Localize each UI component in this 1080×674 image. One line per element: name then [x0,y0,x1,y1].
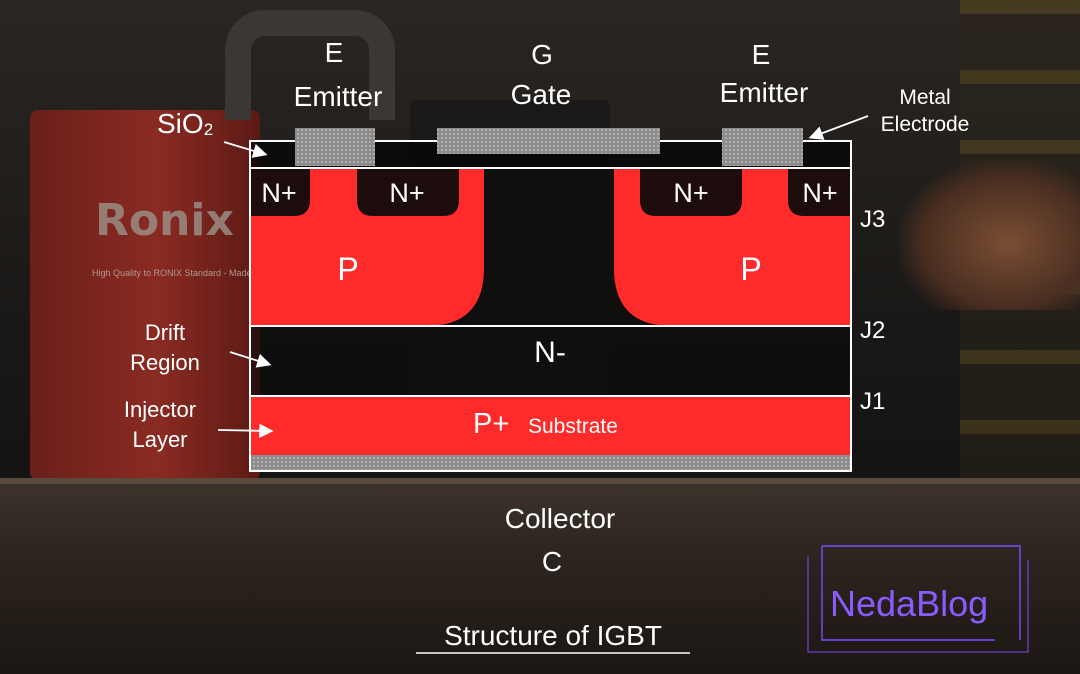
n-plus-region-3 [640,168,742,216]
emitter-right-symbol: E [751,39,771,70]
sio2-arrow [223,141,268,158]
junction-j3-label: J3 [860,206,886,233]
junction-j2-label: J2 [860,317,886,344]
junction-j1-label: J1 [860,388,886,415]
gate-symbol: G [531,39,553,70]
emitter-electrode-right [722,128,803,166]
collector-symbol: C [541,546,563,577]
metal-electrode-label-line1: Metal [899,86,951,109]
injector-layer-label-line1: Injector [123,397,197,422]
drift-region-label-line2: Region [130,350,200,375]
background-brand-logo: Ronix [95,195,234,246]
nedablog-watermark: NedaBlog [830,583,989,624]
drift-region-arrow [229,351,272,368]
background-hand [900,160,1080,310]
emitter-electrode-left [295,128,375,166]
p-label-left: P [337,251,359,287]
n-plus-region-2 [357,168,459,216]
drift-region-label-line1: Drift [144,320,186,345]
diagram-title: Structure of IGBT [444,620,662,651]
sio2-label-subscript: 2 [203,120,214,139]
collector-label: Collector [504,503,616,534]
nedablog-frame [821,545,1021,641]
gate-label: Gate [510,79,572,110]
injector-layer-arrow [217,423,274,438]
n-plus-label-2: N+ [389,178,425,208]
p-plus-label: P+ [473,408,510,440]
n-plus-label-4: N+ [802,178,838,208]
metal-electrode-arrow [808,115,869,140]
collector-metal [250,455,851,471]
metal-electrode-label-line2: Electrode [880,113,970,136]
background-welder-machine [30,110,260,480]
n-plus-label-3: N+ [673,178,709,208]
p-label-right: P [740,251,762,287]
emitter-left-symbol: E [324,37,344,68]
background-steel-beam [0,478,1080,674]
substrate-label: Substrate [528,415,618,438]
background-brand-tagline: High Quality to RONIX Standard - Made in… [92,268,288,278]
gate-electrode [437,128,660,154]
p-plus-substrate-layer [250,396,851,455]
emitter-left-label: Emitter [293,81,383,112]
nedablog-frame-offset [807,556,1029,653]
n-plus-label-1: N+ [261,178,297,208]
emitter-right-label: Emitter [719,77,809,108]
n-plus-region-1 [250,168,310,216]
sio2-label-main: SiO [157,108,204,139]
background-welder-handle [225,10,395,120]
n-plus-region-4 [788,168,851,216]
sio2-label: SiO2 [157,108,214,139]
background-beam-edge [0,478,1080,484]
n-minus-label: N- [534,336,566,369]
injector-layer-label-line2: Layer [132,427,188,452]
